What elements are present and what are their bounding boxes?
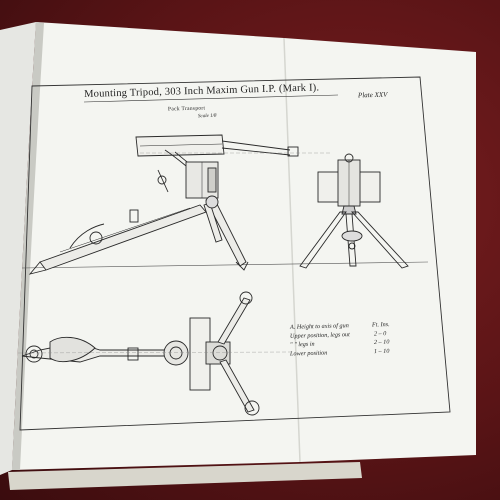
side-elevation (28, 134, 299, 275)
legend-value: 2 – 10 (373, 338, 390, 346)
ground-line (21, 261, 429, 269)
plan-view (21, 291, 260, 416)
page-edge (8, 462, 362, 490)
legend-label: Lower position (289, 349, 328, 358)
legend-value: 2 – 0 (373, 330, 387, 338)
legend-row: " " legs in 2 – 10 (289, 339, 390, 349)
plate-subtitle: Pack Transport (167, 105, 206, 113)
plate-scale: Scale 1/8 (197, 113, 217, 120)
legend-row: Lower position 1 – 10 (289, 348, 390, 358)
plate-number: Plate XXV (357, 90, 388, 100)
title-underline (83, 94, 339, 103)
spine-shadow (12, 22, 44, 470)
plan-centre-line (17, 351, 291, 354)
legend-value: Ft. Ins. (371, 321, 390, 329)
legend-label: " " legs in (289, 340, 315, 349)
front-elevation (299, 153, 409, 269)
left-page (0, 22, 36, 475)
page-fold (283, 37, 301, 463)
plate-border (19, 76, 451, 431)
legend-value: 1 – 10 (373, 347, 390, 356)
